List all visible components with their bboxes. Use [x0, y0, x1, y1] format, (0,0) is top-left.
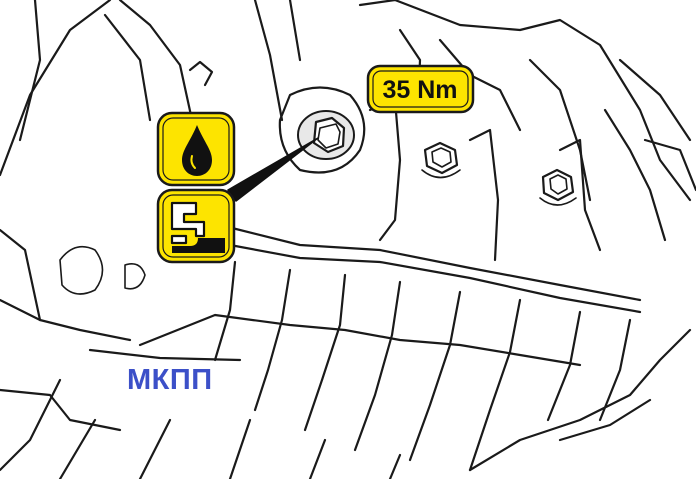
oil-drop-icon	[156, 111, 236, 187]
bolt-left	[421, 141, 461, 179]
torque-badge: 35 Nm	[366, 64, 475, 114]
transmission-caption: МКПП	[127, 364, 213, 396]
housing-left	[0, 0, 214, 342]
leader-line	[227, 137, 319, 202]
fill-level-icon	[156, 188, 236, 264]
plug-boss	[278, 86, 366, 174]
torque-label: 35 Nm	[382, 76, 457, 104]
bolt-right	[539, 168, 577, 206]
